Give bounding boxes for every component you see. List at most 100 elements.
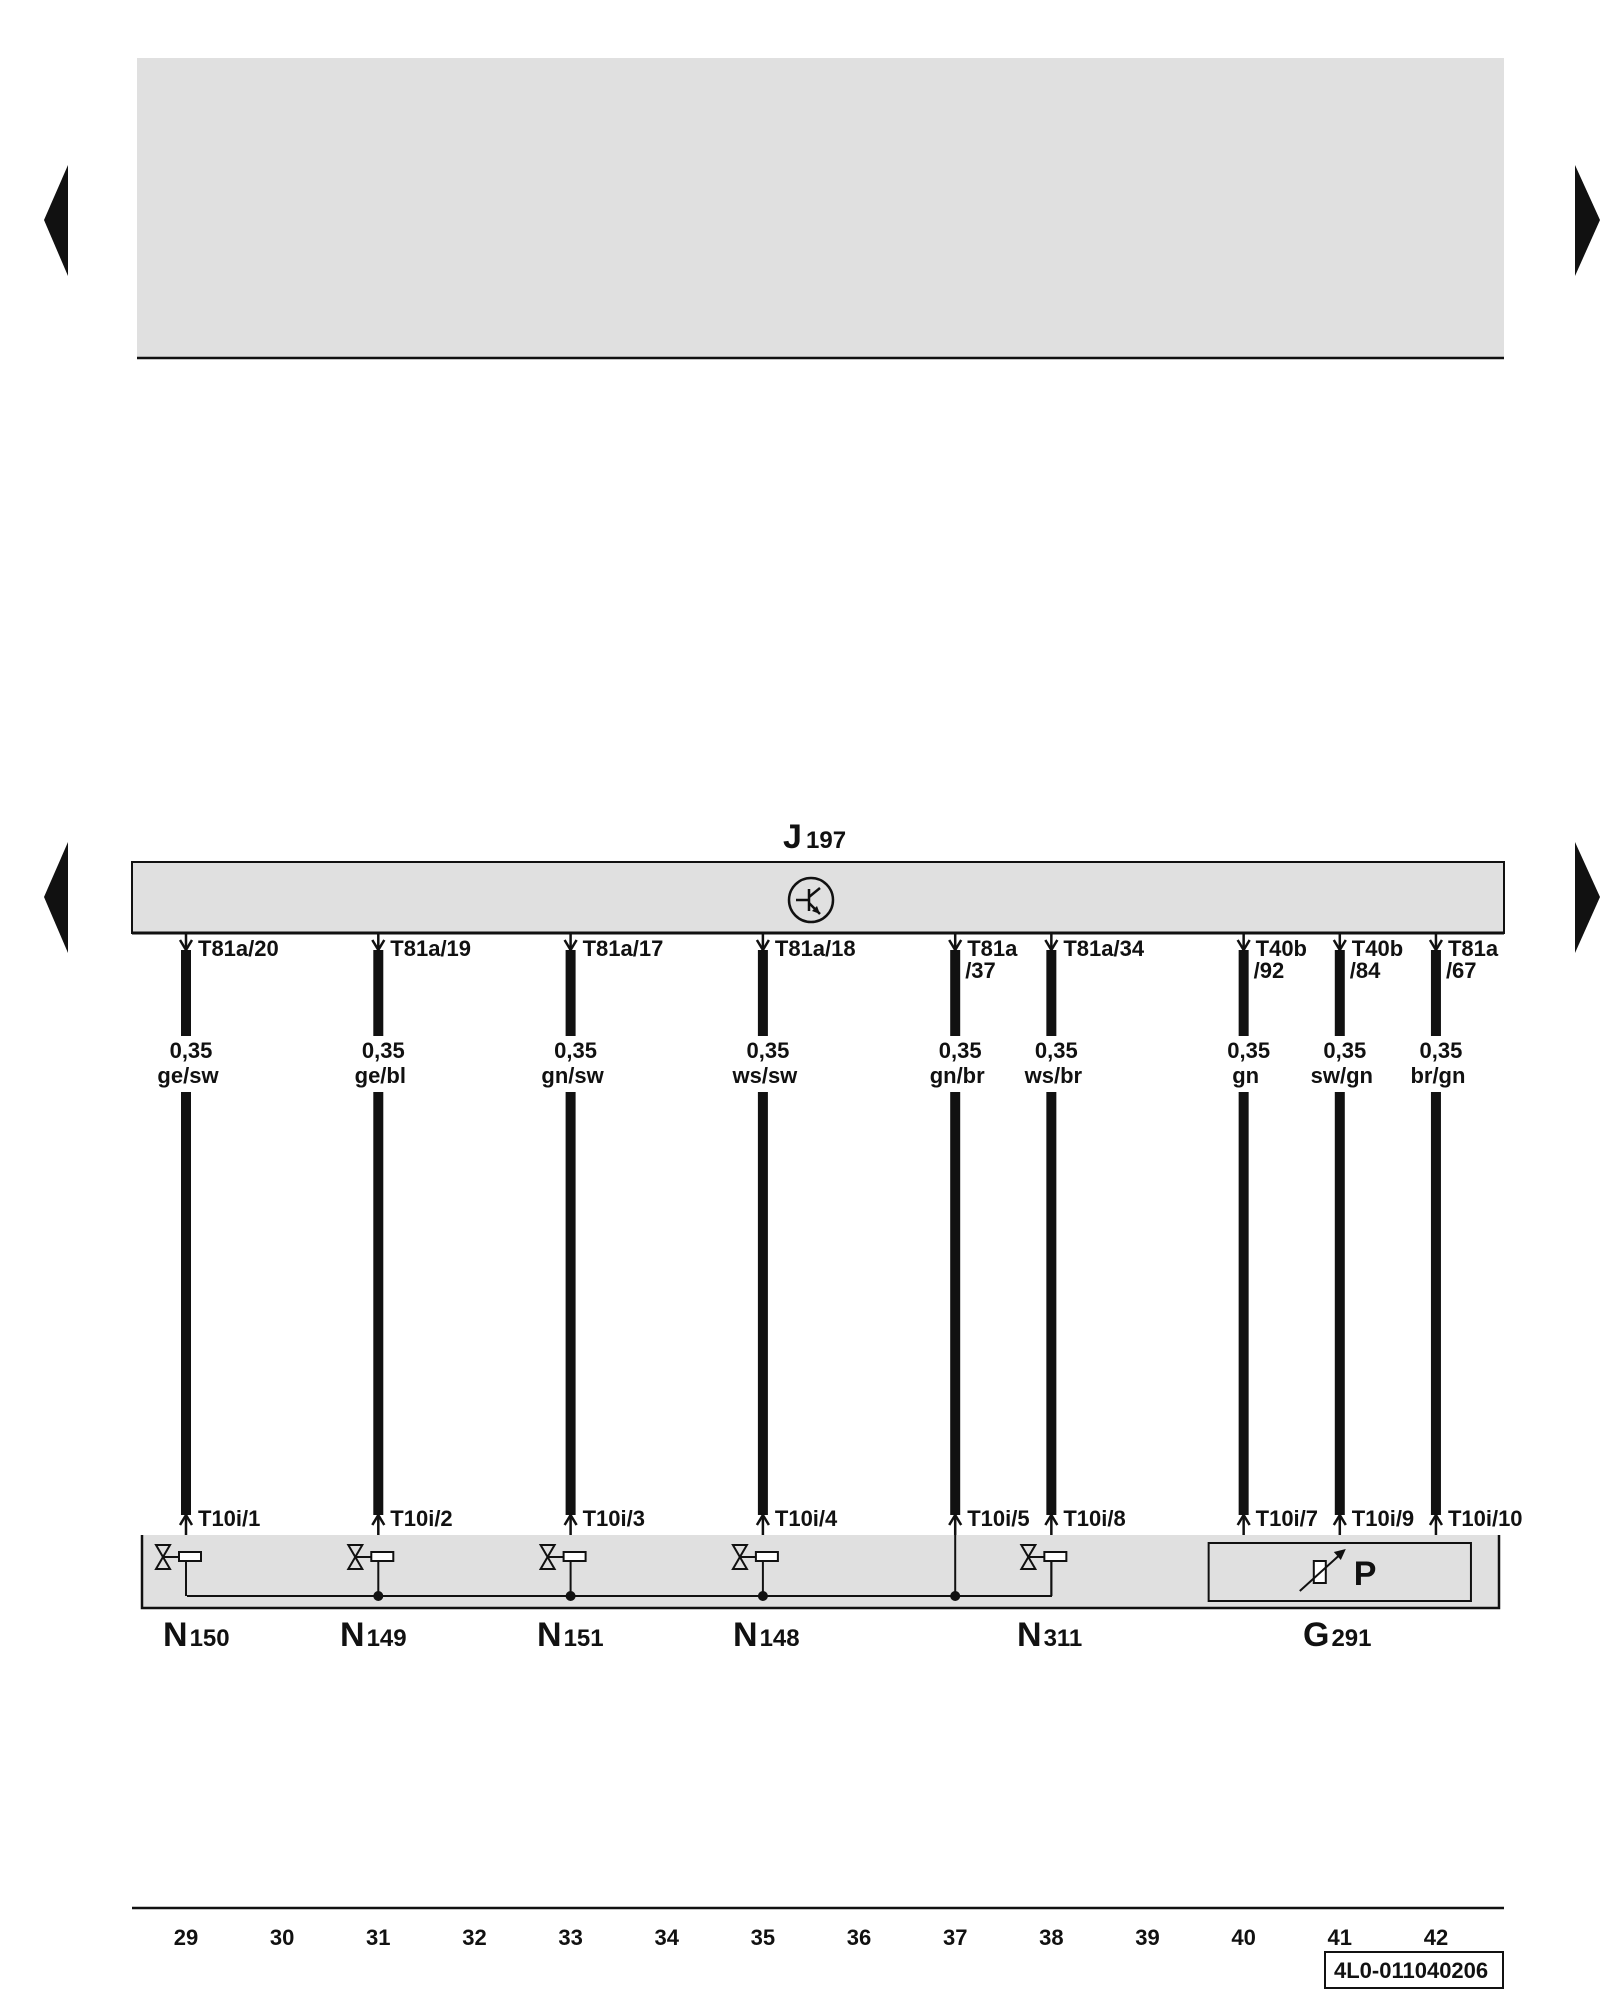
- component-label-n311: N311: [1017, 1616, 1082, 1654]
- bottom-pin-label-41: T10i/9: [1352, 1506, 1414, 1531]
- solenoid-valve-icon: [154, 1544, 202, 1596]
- diagram-next-arrow-icon[interactable]: [1575, 842, 1600, 953]
- wire-size-38: 0,35: [1035, 1038, 1078, 1063]
- pin-arrow-down-icon: [948, 939, 963, 953]
- wire-color-40: gn: [1232, 1063, 1259, 1088]
- pin-arrow-up-icon: [755, 1512, 770, 1526]
- wire-40: [1203, 933, 1284, 1535]
- top-pin-label-42: /67: [1446, 958, 1477, 983]
- top-pin-label-38: T81a/34: [1063, 936, 1144, 961]
- pressure-sensor-icon: [1299, 1549, 1346, 1592]
- column-number-34: 34: [655, 1925, 680, 1950]
- wire-size-37: 0,35: [939, 1038, 982, 1063]
- bottom-pin-label-40: T10i/7: [1256, 1506, 1318, 1531]
- component-label-n150: N150: [163, 1616, 230, 1654]
- pin-arrow-up-icon: [1044, 1512, 1059, 1526]
- bottom-pin-label-35: T10i/4: [775, 1506, 838, 1531]
- pin-arrow-down-icon: [178, 939, 194, 953]
- bottom-pin-label-29: T10i/1: [198, 1506, 260, 1531]
- pin-arrow-down-icon: [1428, 939, 1444, 953]
- bottom-pin-label-31: T10i/2: [390, 1506, 452, 1531]
- wire-color-35: ws/sw: [731, 1063, 798, 1088]
- document-id-box: [1324, 1951, 1504, 1989]
- component-label-n149: N149: [340, 1616, 407, 1654]
- wire-41: [1299, 933, 1380, 1535]
- wire-42: [1395, 933, 1476, 1535]
- pin-arrow-up-icon: [371, 1512, 386, 1526]
- wire-size-31: 0,35: [362, 1038, 405, 1063]
- pin-arrow-down-icon: [1236, 939, 1251, 953]
- wire-size-35: 0,35: [746, 1038, 789, 1063]
- diagram-prev-arrow-icon[interactable]: [44, 842, 68, 953]
- wire-size-40: 0,35: [1227, 1038, 1270, 1063]
- wire-size-33: 0,35: [554, 1038, 597, 1063]
- top-pin-label-41: T40b: [1352, 936, 1403, 961]
- top-pin-label-31: T81a/19: [390, 936, 471, 961]
- column-number-38: 38: [1039, 1925, 1063, 1950]
- control-unit-number: 197: [806, 827, 846, 854]
- bottom-pin-label-33: T10i/3: [583, 1506, 645, 1531]
- pin-arrow-up-icon: [1236, 1512, 1251, 1526]
- top-pin-label-33: T81a/17: [583, 936, 664, 961]
- column-number-35: 35: [751, 1925, 775, 1950]
- pin-arrow-up-icon: [1428, 1512, 1444, 1526]
- top-pin-label-40: /92: [1254, 958, 1285, 983]
- top-pin-label-41: /84: [1350, 958, 1381, 983]
- bottom-pin-label-37: T10i/5: [967, 1506, 1029, 1531]
- pin-arrow-down-icon: [1332, 939, 1347, 953]
- control-unit-letter: J: [783, 818, 802, 856]
- wire-38: [1011, 933, 1092, 1535]
- wire-color-33: gn/sw: [541, 1063, 604, 1088]
- pressure-sender: P: [1207, 1542, 1472, 1602]
- page-prev-arrow-icon[interactable]: [44, 165, 68, 276]
- electronic-module-icon: [787, 876, 835, 924]
- column-number-29: 29: [174, 1925, 198, 1950]
- solenoid-valve-icon: [346, 1544, 395, 1601]
- pin-arrow-down-icon: [1044, 939, 1059, 953]
- top-pin-label-35: T81a/18: [775, 936, 856, 961]
- pin-arrow-down-icon: [371, 939, 386, 953]
- pin-arrow-up-icon: [1332, 1512, 1347, 1526]
- wire-33: [530, 933, 611, 1535]
- column-number-36: 36: [847, 1925, 871, 1950]
- column-number-39: 39: [1135, 1925, 1159, 1950]
- wire-31: [338, 933, 419, 1535]
- wire-color-42: br/gn: [1410, 1063, 1465, 1088]
- page-next-arrow-icon[interactable]: [1575, 165, 1600, 276]
- column-number-33: 33: [558, 1925, 582, 1950]
- wire-label-bg: [1299, 1036, 1380, 1092]
- wire-color-38: ws/br: [1024, 1063, 1083, 1088]
- column-number-37: 37: [943, 1925, 967, 1950]
- wire-37: [915, 933, 996, 1535]
- bottom-pin-label-42: T10i/10: [1448, 1506, 1523, 1531]
- top-pin-label-29: T81a/20: [198, 936, 279, 961]
- column-number-31: 31: [366, 1925, 390, 1950]
- column-number-40: 40: [1231, 1925, 1255, 1950]
- ground-junction: [950, 1591, 961, 1601]
- wire-label-bg: [1011, 1036, 1092, 1092]
- wire-label-bg: [722, 1036, 803, 1092]
- top-pin-label-37: T81a: [967, 936, 1018, 961]
- wire-color-37: gn/br: [930, 1063, 985, 1088]
- top-pin-label-40: T40b: [1256, 936, 1307, 961]
- wire-size-29: 0,35: [170, 1038, 213, 1063]
- wire-label-bg: [146, 1036, 226, 1092]
- pin-arrow-up-icon: [178, 1512, 194, 1526]
- column-number-30: 30: [270, 1925, 294, 1950]
- component-label-g291: G291: [1303, 1616, 1372, 1654]
- wire-29: [146, 933, 226, 1535]
- header-panel: [137, 58, 1504, 358]
- wire-label-bg: [1203, 1036, 1284, 1092]
- column-number-41: 41: [1328, 1925, 1352, 1950]
- column-number-42: 42: [1424, 1925, 1448, 1950]
- pressure-symbol: P: [1354, 1555, 1377, 1593]
- solenoid-valve-icon: [731, 1544, 779, 1601]
- document-id: 4L0-011040206: [1334, 1958, 1488, 1983]
- component-label-n151: N151: [537, 1616, 604, 1654]
- solenoid-valve-icon: [538, 1544, 587, 1601]
- top-pin-label-42: T81a: [1448, 936, 1499, 961]
- column-number-32: 32: [462, 1925, 486, 1950]
- wire-label-bg: [1395, 1036, 1476, 1092]
- pin-arrow-down-icon: [755, 939, 770, 953]
